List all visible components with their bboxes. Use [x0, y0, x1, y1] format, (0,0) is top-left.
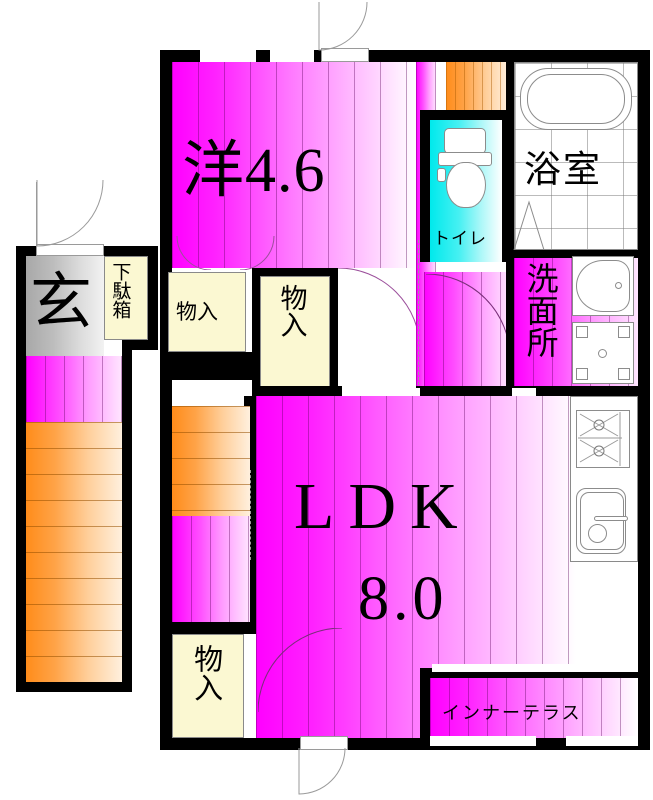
ldk-closet-top-wall	[160, 622, 256, 634]
washing-machine-foot-bl	[576, 368, 588, 380]
plank-lines	[26, 356, 122, 422]
plank-lines	[172, 62, 416, 268]
plank-lines	[424, 272, 510, 388]
closet-top-left	[168, 272, 246, 352]
gas-stove-burners	[578, 412, 622, 466]
bath-wall-left	[506, 62, 514, 258]
corridor-opening-dashed	[250, 470, 251, 560]
terrace-wall-left	[420, 668, 430, 738]
inner-terrace-label: インナーテラス	[442, 703, 582, 723]
bath-label: 浴室	[524, 150, 602, 191]
shoe-box-cabinet	[104, 256, 148, 340]
washroom-wall-left	[506, 258, 514, 392]
wash-basin-drain	[615, 282, 622, 289]
closet-top-mid	[260, 276, 330, 392]
gas-stove	[576, 410, 630, 468]
closet-top-mid-label: 物入	[276, 284, 307, 338]
closet-top-mid-top-wall	[252, 268, 336, 276]
ldk-door-swing-arc	[298, 748, 346, 795]
closet-top-left-wall	[160, 352, 266, 380]
stair-step-lines	[172, 406, 250, 516]
stair-landing-top	[446, 62, 508, 110]
terrace-wall-top	[420, 668, 638, 678]
bathtub-inner	[527, 74, 625, 124]
hall-ldk-divider-wall	[416, 386, 516, 396]
closet-bottom-label: 物入	[189, 644, 222, 702]
ldk-corridor-floor	[172, 516, 250, 626]
toilet-flush-lever	[437, 168, 446, 182]
main-wall-right	[638, 50, 650, 750]
terrace-sash-bottom	[430, 736, 536, 746]
bedroom-window-top-1	[200, 50, 256, 62]
washing-machine-foot-br	[618, 368, 630, 380]
bedroom-label: 洋4.6	[182, 137, 326, 205]
ldk-top-sash-2	[512, 388, 536, 396]
entrance-top-wall	[16, 246, 36, 256]
toilet-bowl	[446, 162, 486, 208]
bedroom-door-leaf[interactable]	[321, 48, 369, 62]
genkan-box-wall-bottom	[122, 340, 158, 350]
toilet-wall-top	[420, 110, 512, 120]
entrance-outer-wall-bottom	[16, 682, 132, 692]
closet-top-left-label: 物入	[176, 301, 218, 324]
ldk-door-leaf[interactable]	[300, 736, 348, 750]
bedroom-closet-door-arcs	[176, 236, 275, 270]
stair-step-lines	[26, 422, 122, 682]
entrance-door-arc-svg	[36, 180, 104, 247]
stair-outer-wall-right	[122, 344, 132, 692]
toilet-wall-left	[420, 110, 430, 262]
closet-mid-ldk-divider-wall	[252, 386, 342, 396]
ldk-left-wall	[160, 396, 172, 738]
bedroom-window-top-2	[270, 50, 314, 62]
plank-lines	[172, 516, 250, 626]
genkan-box-wall-top	[104, 246, 158, 256]
toilet-label: トイレ	[433, 229, 487, 248]
kitchen-faucet	[594, 516, 628, 521]
washing-machine-foot-tl	[576, 326, 588, 338]
hall-small-floor	[424, 272, 510, 388]
ldk-top-sash	[346, 388, 420, 396]
washing-machine-drain	[598, 349, 607, 358]
bedroom-hall-door-arc	[338, 268, 420, 351]
terrace-sash-bottom-2	[566, 736, 638, 746]
closet-top-mid-right-wall	[330, 268, 338, 392]
bath-wall-bottom	[506, 250, 638, 258]
hall-door-arc	[426, 274, 510, 358]
closet-top-mid-left-wall	[252, 268, 260, 392]
entrance-hall-floor	[26, 356, 122, 422]
toilet-tank	[444, 128, 486, 154]
ldk-label: LDK	[294, 470, 472, 543]
entrance-label: 玄	[30, 269, 93, 337]
genkan-box-wall-right	[148, 246, 158, 350]
bedroom-floor	[172, 62, 416, 268]
closet-bottom	[172, 634, 244, 738]
entrance-tile-floor	[26, 256, 104, 356]
plank-lines	[430, 678, 638, 738]
ldk-area-label: 8.0	[358, 565, 448, 633]
terrace-sash-top	[432, 664, 638, 672]
stair-upper-run	[172, 406, 250, 516]
stair-landing-lines	[446, 62, 508, 110]
washroom-label: 洗面所	[522, 262, 559, 358]
hall-opening-dashed-left	[418, 240, 419, 390]
washing-machine-foot-tr	[618, 326, 630, 338]
inner-terrace-floor	[430, 678, 638, 738]
washroom-ldk-divider-wall	[506, 386, 638, 396]
bedroom-door-swing-arc	[318, 2, 368, 51]
shoe-box-label: 下駄箱	[109, 262, 131, 319]
bath-door-arc	[513, 200, 545, 250]
kitchen-sink-drain	[588, 524, 607, 543]
entrance-outer-wall-left	[16, 246, 26, 692]
staircase	[26, 422, 122, 682]
ldk-closet-door-arc	[258, 628, 342, 712]
